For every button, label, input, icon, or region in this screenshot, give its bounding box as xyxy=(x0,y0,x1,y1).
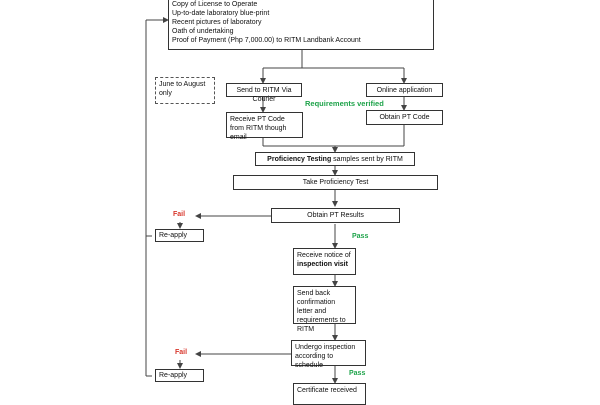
requirement-oath: Oath of undertaking xyxy=(172,28,234,35)
fail-label-2: Fail xyxy=(175,349,188,356)
requirements-box: Copy of License to Operate Up-to-date la… xyxy=(168,0,434,50)
reapply-label-1: Re-apply xyxy=(159,232,188,239)
schedule-note-text: June to August only xyxy=(159,81,206,97)
receive-pt-code-label: Receive PT Code from RITM though email xyxy=(230,116,287,141)
pass-label-2: Pass xyxy=(349,370,366,377)
inspection-step: Undergo inspection according to schedule xyxy=(291,340,366,369)
obtain-results-step: Obtain PT Results xyxy=(271,208,400,223)
samples-sent-step: Proficiency Testing samples sent by RITM xyxy=(255,152,415,166)
requirement-pictures: Recent pictures of laboratory xyxy=(172,19,262,26)
samples-sent-label: samples sent by RITM xyxy=(331,156,403,163)
fail-label-1: Fail xyxy=(173,211,186,218)
reapply-step-1: Re-apply xyxy=(155,229,204,242)
send-back-step: Send back confirmation letter and requir… xyxy=(293,286,356,333)
send-via-courier-label: Send to RITM Via Courier xyxy=(236,87,292,103)
receive-pt-code-step: Receive PT Code from RITM though email xyxy=(226,112,303,141)
reapply-step-2: Re-apply xyxy=(155,369,204,382)
send-via-courier-step: Send to RITM Via Courier xyxy=(226,83,302,103)
reapply-label-2: Re-apply xyxy=(159,372,188,379)
take-test-label: Take Proficiency Test xyxy=(302,179,369,186)
send-back-label: Send back confirmation letter and requir… xyxy=(297,290,346,333)
take-test-step: Take Proficiency Test xyxy=(233,175,438,190)
obtain-pt-code-step: Obtain PT Code xyxy=(366,110,443,125)
obtain-results-label: Obtain PT Results xyxy=(307,212,364,219)
inspection-notice-bold: inspection visit xyxy=(297,261,348,268)
requirement-license: Copy of License to Operate xyxy=(172,1,258,8)
pass-label-1: Pass xyxy=(352,233,369,240)
online-application-step: Online application xyxy=(366,83,443,97)
schedule-note: June to August only xyxy=(155,77,215,104)
obtain-pt-code-label: Obtain PT Code xyxy=(379,114,430,121)
inspection-notice-label: Receive notice of xyxy=(297,252,351,259)
samples-sent-bold: Proficiency Testing xyxy=(267,156,332,163)
certificate-label: Certificate received xyxy=(297,387,357,394)
requirement-payment: Proof of Payment (Php 7,000.00) to RITM … xyxy=(172,37,361,44)
requirement-blueprint: Up-to-date laboratory blue-print xyxy=(172,10,270,17)
inspection-notice-step: Receive notice of inspection visit xyxy=(293,248,356,275)
certificate-step: Certificate received xyxy=(293,383,366,405)
requirements-verified-label: Requirements verified xyxy=(305,99,384,108)
inspection-label: Undergo inspection according to schedule xyxy=(295,344,356,369)
online-application-label: Online application xyxy=(376,87,433,94)
